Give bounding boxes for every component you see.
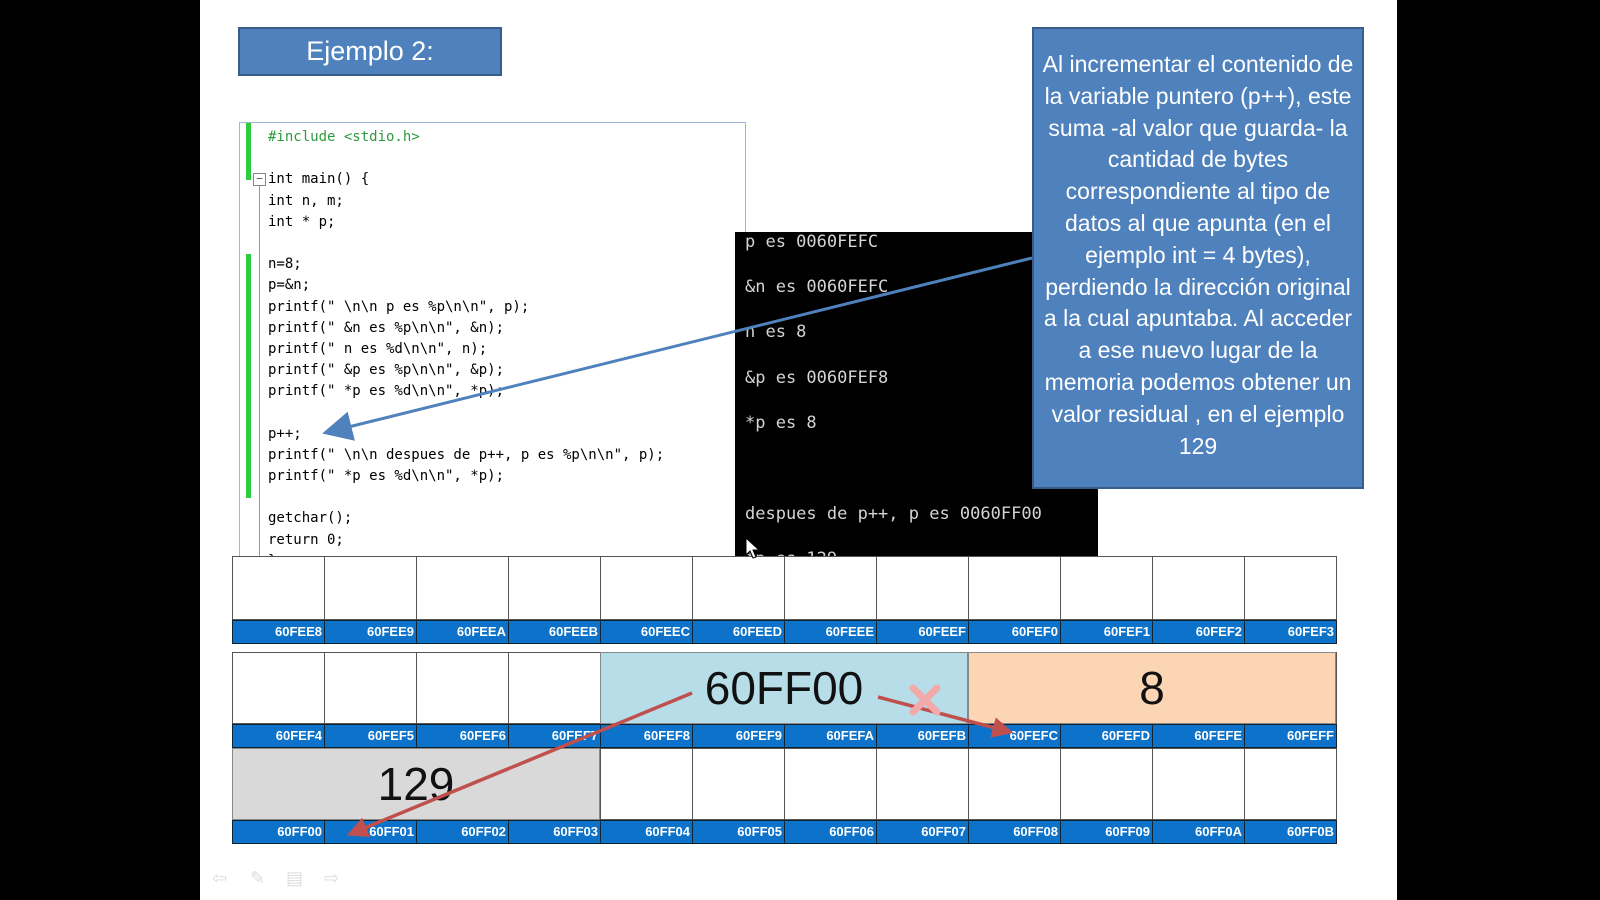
red-arrow-to-n	[877, 695, 1014, 738]
arrows-overlay	[322, 256, 1033, 838]
code-line: int n, m;	[268, 192, 344, 209]
memory-cell	[876, 556, 969, 620]
code-line: int * p;	[268, 213, 336, 230]
memory-address-label: 60FEF4	[232, 724, 325, 748]
code-line: getchar();	[268, 510, 353, 527]
memory-address-label: 60FEF1	[1060, 620, 1153, 644]
memory-cell	[416, 652, 509, 724]
memory-address-label: 60FEFF	[1244, 724, 1337, 748]
n-value-cell: 8	[968, 652, 1336, 724]
memory-address-label: 60FEEF	[876, 620, 969, 644]
memory-cell	[1244, 748, 1337, 820]
code-line: #include <stdio.h>	[268, 129, 420, 145]
x-mark-icon	[909, 684, 941, 716]
memory-address-label: 60FEFD	[1060, 724, 1153, 748]
code-line: int main() {	[268, 171, 370, 188]
console-line: n es 8	[745, 322, 807, 342]
memory-address-label: 60FEF8	[600, 724, 693, 748]
console-line: p es 0060FEFC	[745, 232, 879, 252]
console-line: &n es 0060FEFC	[745, 277, 889, 297]
memory-address-label: 60FEFA	[784, 724, 877, 748]
memory-cell	[1152, 748, 1245, 820]
explanation-box: Al incrementar el contenido de la variab…	[1032, 27, 1364, 489]
change-marker	[246, 123, 251, 180]
memory-cell	[416, 556, 509, 620]
memory-cell	[508, 556, 601, 620]
code-line: return 0;	[268, 531, 344, 548]
blue-arrow	[322, 256, 1033, 441]
memory-address-label: 60FEFC	[968, 724, 1061, 748]
memory-address-label: 60FF05	[692, 820, 785, 844]
memory-address-label: 60FEEE	[784, 620, 877, 644]
code-line: printf(" \n\n p es %p\n\n", p);	[268, 298, 530, 315]
code-line: p=&n;	[268, 277, 311, 294]
memory-cell	[508, 652, 601, 724]
fold-toggle-icon[interactable]: −	[253, 173, 266, 186]
code-line: printf(" *p es %d\n\n", *p);	[268, 468, 505, 484]
fold-guide	[259, 186, 260, 562]
memory-address-label: 60FEF9	[692, 724, 785, 748]
red-arrow-to-residual	[346, 691, 693, 838]
memory-address-label: 60FF04	[600, 820, 693, 844]
memory-address-label: 60FEF2	[1152, 620, 1245, 644]
code-line: n=8;	[268, 256, 302, 273]
memory-cell	[324, 652, 417, 724]
memory-address-label: 60FF07	[876, 820, 969, 844]
change-marker	[246, 254, 251, 498]
pointer-value-cell: 60FF00	[600, 652, 968, 724]
memory-cell	[600, 748, 693, 820]
code-line: printf(" &p es %p\n\n", &p);	[268, 362, 505, 379]
memory-address-label: 60FEFE	[1152, 724, 1245, 748]
console-line: &p es 0060FEF8	[745, 368, 889, 388]
memory-address-label: 60FEEA	[416, 620, 509, 644]
code-line: p++;	[268, 425, 302, 442]
code-line: printf(" *p es %d\n\n", *p);	[268, 383, 505, 400]
memory-address-label: 60FF06	[784, 820, 877, 844]
menu-icon[interactable]: ▤	[286, 868, 304, 888]
code-line: printf(" n es %d\n\n", n);	[268, 340, 488, 357]
memory-cell	[968, 556, 1061, 620]
memory-cell	[1244, 556, 1337, 620]
code-line: printf(" \n\n despues de p++, p es %p\n\…	[268, 446, 665, 463]
memory-address-label: 60FF02	[416, 820, 509, 844]
memory-address-label: 60FF08	[968, 820, 1061, 844]
memory-cell	[692, 748, 785, 820]
memory-address-label: 60FF00	[232, 820, 325, 844]
memory-address-label: 60FEEC	[600, 620, 693, 644]
slide-title: Ejemplo 2:	[238, 27, 502, 76]
memory-address-label: 60FF0B	[1244, 820, 1337, 844]
memory-cell	[1060, 748, 1153, 820]
memory-address-label: 60FF0A	[1152, 820, 1245, 844]
memory-address-label: 60FEF5	[324, 724, 417, 748]
memory-address-label: 60FEEB	[508, 620, 601, 644]
memory-cell	[784, 556, 877, 620]
memory-address-label: 60FEE9	[324, 620, 417, 644]
arrow-right-icon[interactable]: ⇨	[324, 868, 340, 888]
memory-cell	[600, 556, 693, 620]
memory-address-label: 60FEE8	[232, 620, 325, 644]
code-line: printf(" &n es %p\n\n", &n);	[268, 319, 505, 336]
console-line: despues de p++, p es 0060FF00	[745, 504, 1042, 524]
pen-icon[interactable]: ✎	[250, 868, 266, 888]
console-line: *p es 8	[745, 413, 817, 433]
memory-cell	[784, 748, 877, 820]
slide: Ejemplo 2: − #include <stdio.h> int main(…	[200, 0, 1397, 900]
memory-cell	[692, 556, 785, 620]
memory-cell	[1060, 556, 1153, 620]
memory-address-label: 60FF03	[508, 820, 601, 844]
memory-address-label: 60FEED	[692, 620, 785, 644]
memory-address-label: 60FEFB	[876, 724, 969, 748]
memory-cell	[968, 748, 1061, 820]
memory-address-label: 60FEF3	[1244, 620, 1337, 644]
arrow-left-icon[interactable]: ⇦	[212, 868, 228, 888]
